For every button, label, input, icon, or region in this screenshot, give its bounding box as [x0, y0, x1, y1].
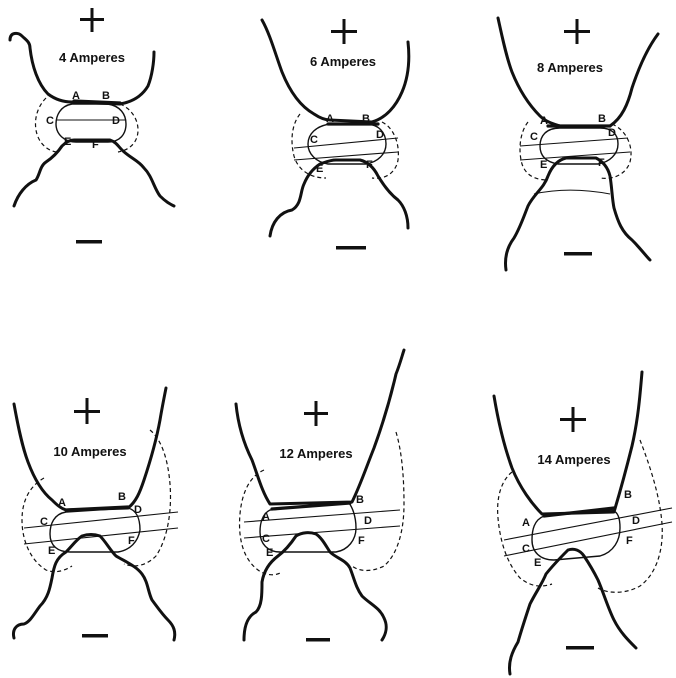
point-label: C — [522, 543, 530, 555]
point-label: F — [598, 157, 605, 169]
point-label: B — [118, 491, 126, 503]
point-label: E — [266, 547, 273, 559]
point-label: C — [262, 533, 270, 545]
point-label: C — [40, 516, 48, 528]
positive-carbon-electrode — [236, 350, 404, 504]
point-label: B — [362, 113, 370, 125]
positive-sign — [80, 8, 104, 32]
negative-sign — [82, 634, 108, 638]
panel-14-amperes: 14 Amperes A B C D E F — [494, 372, 672, 674]
point-label: A — [72, 90, 80, 102]
current-label: 14 Amperes — [537, 452, 610, 467]
point-label: A — [326, 113, 334, 125]
point-label: D — [632, 515, 640, 527]
point-label: F — [128, 535, 135, 547]
positive-sign — [560, 407, 586, 432]
point-label: B — [102, 90, 110, 102]
negative-carbon-electrode — [509, 549, 636, 674]
point-label: C — [530, 131, 538, 143]
point-label: F — [626, 535, 633, 547]
positive-carbon-electrode — [10, 33, 154, 104]
lower-carbon-tip-edge — [534, 190, 610, 194]
point-label: A — [540, 115, 548, 127]
current-label: 10 Amperes — [53, 444, 126, 459]
arc-core — [50, 508, 140, 552]
point-label: F — [366, 159, 373, 171]
point-label: D — [134, 504, 142, 516]
panel-12-amperes: 12 Amperes A B C D E F — [236, 350, 404, 642]
panel-10-amperes: 10 Amperes A B C D E F — [13, 388, 178, 640]
positive-crater — [74, 101, 120, 103]
point-label: B — [624, 489, 632, 501]
point-label: F — [92, 139, 99, 151]
panel-4-amperes: 4 Amperes A B C D E F — [10, 8, 174, 244]
positive-sign — [331, 19, 357, 44]
point-label: E — [48, 545, 55, 557]
point-label: A — [262, 511, 270, 523]
current-label: 6 Amperes — [310, 54, 376, 69]
positive-sign — [74, 398, 100, 424]
point-label: A — [58, 497, 66, 509]
positive-carbon-electrode — [494, 372, 642, 514]
negative-sign — [306, 638, 330, 642]
positive-sign — [564, 19, 590, 44]
point-label: D — [112, 115, 120, 127]
current-label: 8 Amperes — [537, 60, 603, 75]
point-label: D — [364, 515, 372, 527]
current-label: 12 Amperes — [279, 446, 352, 461]
point-label: E — [534, 557, 541, 569]
negative-sign — [564, 252, 592, 256]
point-label: E — [540, 159, 547, 171]
negative-sign — [336, 246, 366, 250]
point-label: B — [356, 494, 364, 506]
negative-sign — [566, 646, 594, 650]
point-label: B — [598, 113, 606, 125]
panel-8-amperes: 8 Amperes A B C D E F — [498, 18, 658, 270]
point-label: E — [316, 163, 323, 175]
point-label: F — [358, 535, 365, 547]
point-label: E — [64, 136, 71, 148]
point-label: A — [522, 517, 530, 529]
negative-carbon-electrode — [13, 535, 174, 641]
point-label: C — [310, 134, 318, 146]
point-label: D — [376, 129, 384, 141]
section-line — [24, 528, 178, 544]
panel-6-amperes: 6 Amperes A B C D E F — [262, 19, 409, 250]
positive-carbon-electrode — [262, 20, 409, 122]
point-label: D — [608, 127, 616, 139]
current-label: 4 Amperes — [59, 50, 125, 65]
positive-sign — [304, 401, 328, 426]
negative-carbon-electrode — [270, 160, 408, 236]
point-label: C — [46, 115, 54, 127]
negative-sign — [76, 240, 102, 244]
